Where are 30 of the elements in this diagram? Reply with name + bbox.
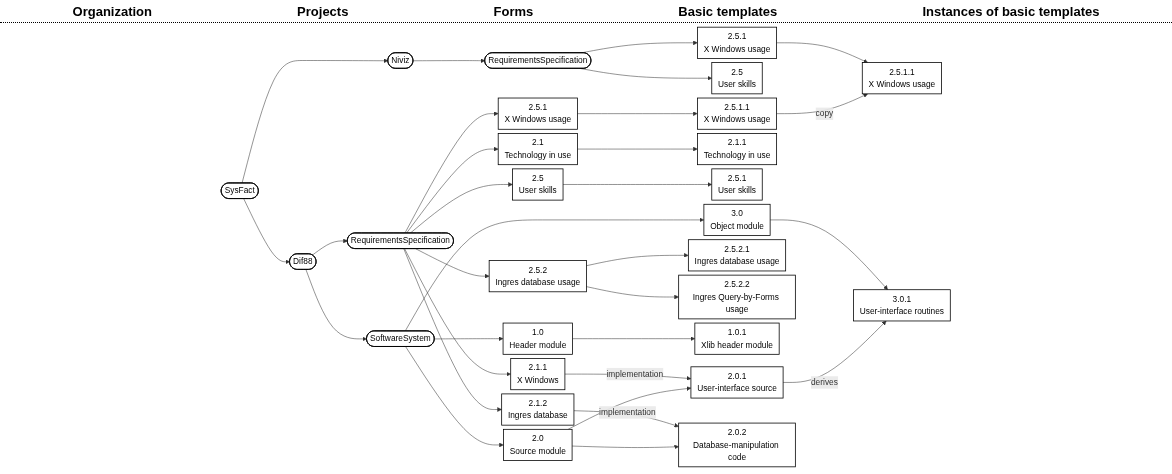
node-box: 2.5.1.1 X Windows usage bbox=[862, 62, 943, 95]
node-box: 2.1 Technology in use bbox=[498, 133, 579, 166]
node-box: 1.0 Header module bbox=[502, 322, 574, 355]
node-box: 2.5.1.1 X Windows usage bbox=[697, 97, 778, 130]
node-box: 2.0.1 User-interface source bbox=[690, 366, 784, 399]
edge-label: derives bbox=[811, 377, 839, 387]
column-heading: Forms bbox=[493, 3, 534, 19]
column-heading: Basic templates bbox=[678, 3, 778, 19]
node-box: 2.5.2 Ingres database usage bbox=[489, 260, 588, 293]
node-box: 3.0.1 User-interface routines bbox=[853, 289, 951, 322]
node-box: 2.1.1 X Windows bbox=[510, 358, 566, 391]
node-box: 2.5 User skills bbox=[711, 62, 763, 95]
node-box: 2.1.1 Technology in use bbox=[697, 133, 778, 166]
edge-label: implementation bbox=[599, 407, 656, 417]
column-heading: Organization bbox=[72, 3, 152, 19]
node-box: 2.5.1 User skills bbox=[711, 168, 763, 201]
node-box: 3.0 Object module bbox=[703, 203, 771, 236]
node-box: 2.5.1 X Windows usage bbox=[697, 26, 778, 59]
node-box: 2.5.2.1 Ingres database usage bbox=[688, 239, 787, 272]
node-box: 2.0.2 Database-manipulation code bbox=[678, 422, 796, 468]
node-box: 2.5.1 X Windows usage bbox=[498, 97, 579, 130]
column-heading: Instances of basic templates bbox=[922, 3, 1100, 19]
node-box: 2.5 User skills bbox=[512, 168, 564, 201]
node-box: 1.0.1 Xlib header module bbox=[694, 322, 780, 355]
node-box: 2.1.2 Ingres database bbox=[501, 393, 575, 426]
edge-label: copy bbox=[815, 108, 834, 118]
column-heading: Projects bbox=[297, 3, 349, 19]
node-box: 2.0 Source module bbox=[503, 428, 573, 461]
edge-label: implementation bbox=[606, 369, 664, 379]
node-box: 2.5.2.2 Ingres Query-by-Forms usage bbox=[678, 274, 796, 320]
